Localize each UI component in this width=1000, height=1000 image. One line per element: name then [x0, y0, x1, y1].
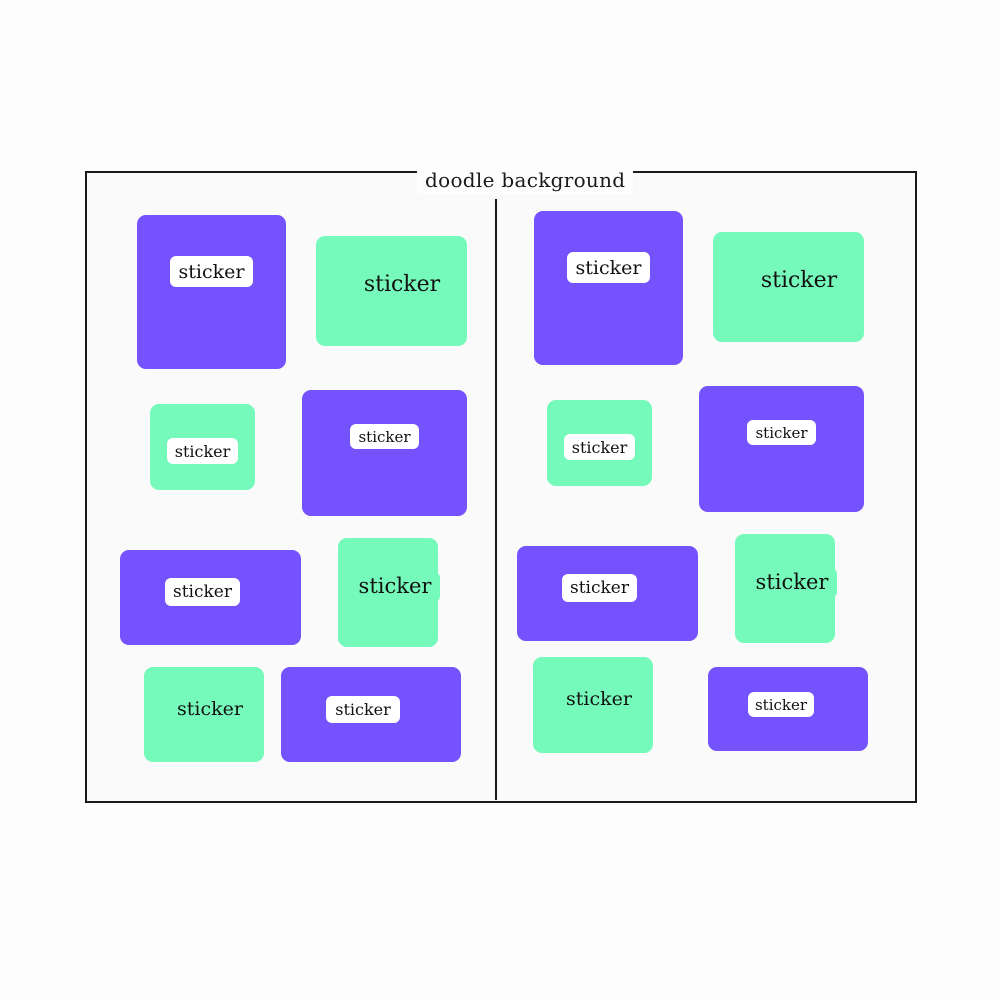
sticker-label: sticker — [167, 438, 238, 464]
sticker-nub — [428, 572, 440, 602]
sticker-label: sticker — [165, 578, 240, 606]
sticker-card[interactable]: sticker — [708, 667, 868, 751]
sticker-label: sticker — [747, 420, 816, 445]
sticker-card[interactable]: sticker — [144, 667, 264, 762]
sticker-card[interactable]: sticker — [316, 236, 467, 346]
sticker-card[interactable]: sticker — [120, 550, 301, 645]
sticker-card[interactable]: sticker — [547, 400, 652, 486]
sticker-label: sticker — [350, 424, 419, 449]
sticker-label: sticker — [748, 692, 814, 717]
sticker-card[interactable]: sticker — [281, 667, 461, 762]
sticker-label: sticker — [326, 696, 400, 723]
sticker-label: sticker — [562, 574, 637, 602]
panel-divider — [495, 199, 497, 800]
sticker-label: sticker — [363, 271, 441, 297]
sticker-nub — [825, 568, 837, 598]
sticker-card[interactable]: sticker — [533, 657, 653, 753]
sticker-card[interactable]: sticker — [713, 232, 864, 342]
sticker-label: sticker — [177, 698, 243, 720]
sticker-card[interactable]: sticker — [699, 386, 864, 512]
sticker-label: sticker — [755, 570, 829, 594]
sticker-label: sticker — [567, 252, 650, 283]
sticker-card[interactable]: sticker — [338, 538, 440, 647]
sticker-card[interactable]: sticker — [302, 390, 467, 516]
sticker-label: sticker — [760, 267, 838, 293]
sticker-card[interactable]: sticker — [534, 211, 683, 365]
sticker-card[interactable]: sticker — [137, 215, 286, 369]
sticker-label: sticker — [566, 688, 632, 710]
sticker-label: sticker — [564, 434, 635, 460]
sticker-card[interactable]: sticker — [150, 404, 255, 490]
sticker-label: sticker — [170, 256, 253, 287]
sticker-label: sticker — [358, 574, 432, 598]
sticker-card[interactable]: sticker — [517, 546, 698, 641]
sticker-card[interactable]: sticker — [735, 534, 837, 643]
frame-title: doodle background — [417, 166, 634, 194]
